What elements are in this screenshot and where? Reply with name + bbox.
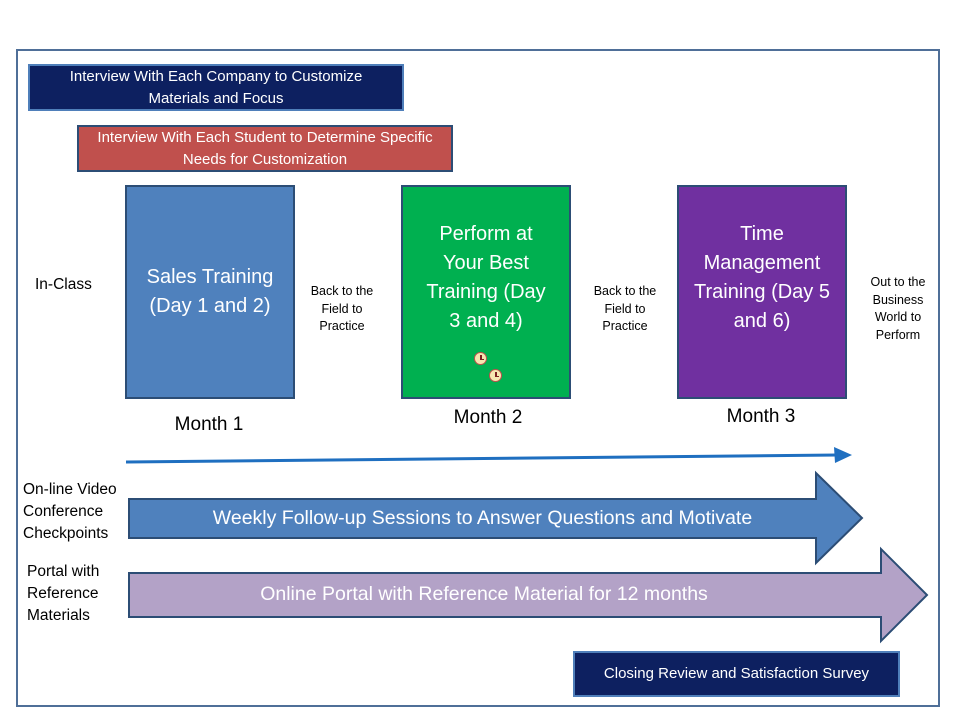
- portal-arrow-text: Online Portal with Reference Material fo…: [260, 583, 708, 605]
- back-to-field-note-2: Back to the Field to Practice: [593, 284, 657, 333]
- time-management-box: Time Management Training (Day 5 and 6): [677, 185, 847, 399]
- closing-survey-text: Closing Review and Satisfaction Survey: [603, 665, 870, 682]
- month-1-label: Month 1: [174, 414, 244, 435]
- out-to-business-note: Out to the Business World to Perform: [870, 275, 926, 342]
- time-management-label: Time Management Training (Day 5 and 6): [694, 223, 830, 332]
- sales-training-box: Sales Training (Day 1 and 2): [125, 185, 295, 399]
- closing-survey-banner: Closing Review and Satisfaction Survey: [573, 651, 900, 697]
- company-interview-banner: Interview With Each Company to Customize…: [28, 64, 404, 111]
- perform-training-label: Perform at Your Best Training (Day 3 and…: [426, 223, 546, 332]
- month-3-label: Month 3: [726, 406, 796, 427]
- portal-materials-label: Portal with Reference Materials: [27, 563, 100, 624]
- perform-training-box: Perform at Your Best Training (Day 3 and…: [401, 185, 571, 399]
- student-interview-banner: Interview With Each Student to Determine…: [77, 125, 453, 172]
- student-interview-text: Interview With Each Student to Determine…: [97, 128, 433, 168]
- month-2-label: Month 2: [453, 407, 523, 428]
- weekly-arrow-text: Weekly Follow-up Sessions to Answer Ques…: [212, 507, 753, 529]
- in-class-label: In-Class: [35, 276, 92, 293]
- video-checkpoints-label: On-line Video Conference Checkpoints: [23, 481, 117, 542]
- back-to-field-note-1: Back to the Field to Practice: [310, 284, 374, 333]
- clock-icon: [489, 369, 502, 382]
- sales-training-label: Sales Training (Day 1 and 2): [146, 266, 274, 317]
- company-interview-text: Interview With Each Company to Customize…: [69, 67, 363, 107]
- clock-icon: [474, 352, 487, 365]
